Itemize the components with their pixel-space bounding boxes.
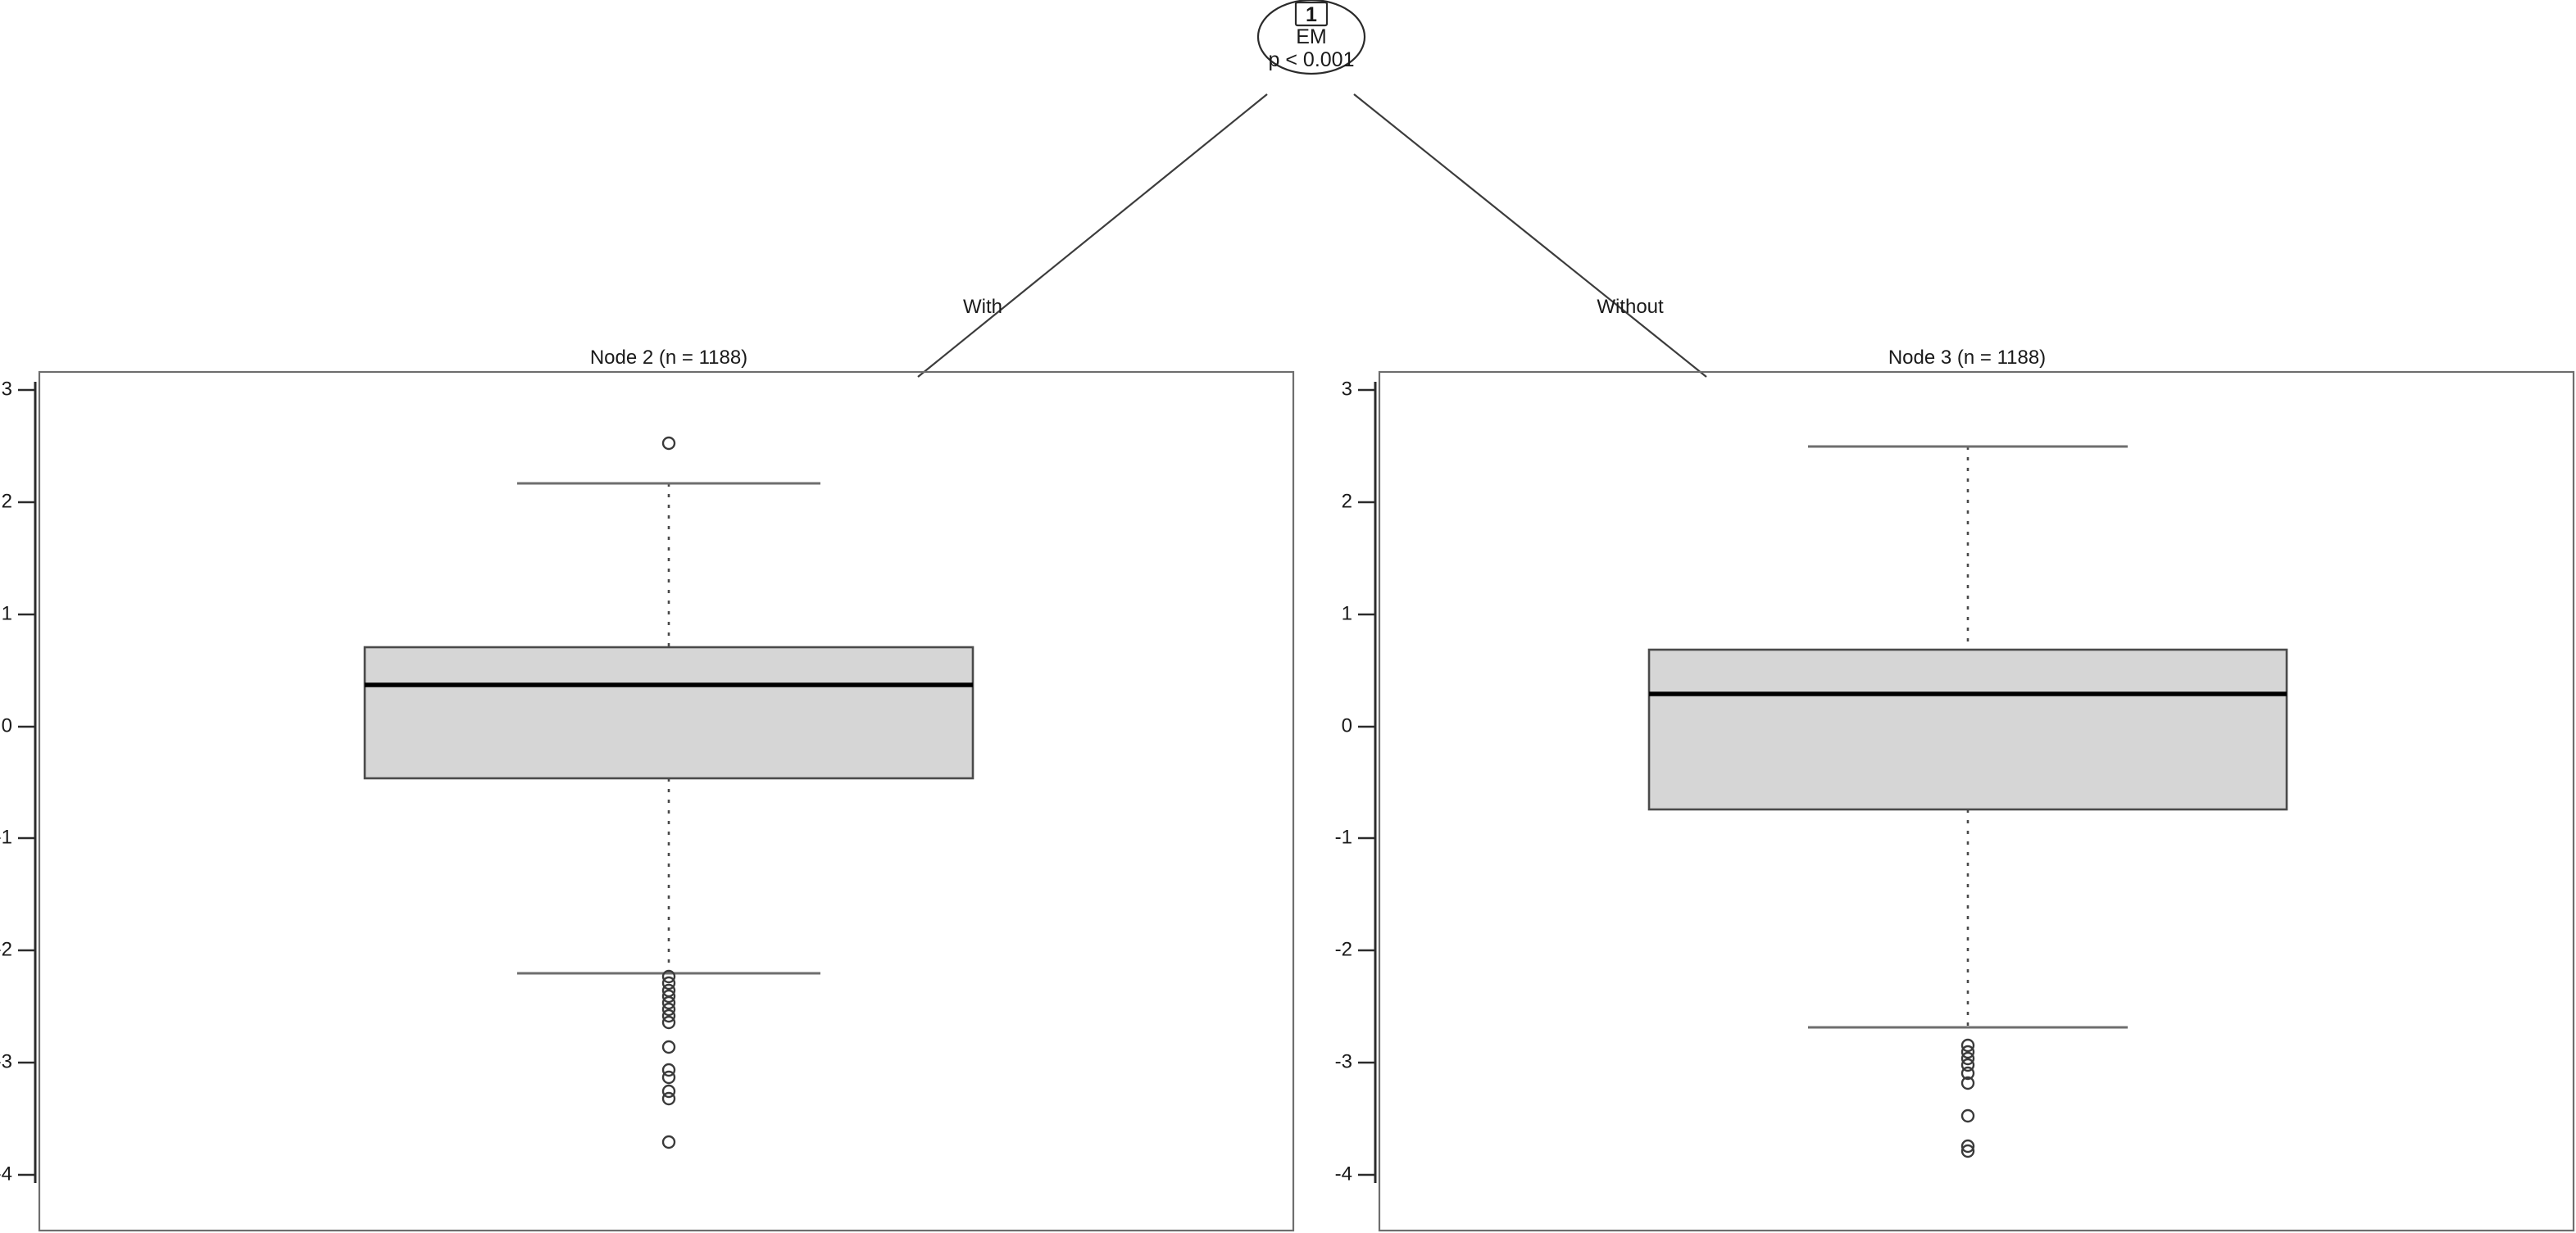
outlier-point xyxy=(1960,1108,1975,1123)
panel-node-3-tick-label: 1 xyxy=(1342,602,1352,624)
panel-node-2-tick-label: 3 xyxy=(2,378,12,400)
edge-label-with: With xyxy=(963,296,1002,318)
panel-node-3-tick-label: -3 xyxy=(1335,1050,1352,1072)
panel-node-2-tick-label: -2 xyxy=(0,938,12,960)
panel-node-3-axis-ticks: 3 2 1 0 -1 -2 -3 -4 xyxy=(1335,378,1375,1185)
outlier-point xyxy=(661,976,676,990)
panel-node-3-frame xyxy=(1378,370,2575,1232)
outlier-point xyxy=(661,1009,676,1023)
panel-node-3-tick-label: 2 xyxy=(1342,490,1352,512)
panel-node-2-tick-label: 1 xyxy=(2,602,12,624)
panel-node-2-tick-label: -3 xyxy=(0,1050,12,1072)
panel-node-3-tick-label: -2 xyxy=(1335,938,1352,960)
panel-node-2-boxplot xyxy=(363,436,975,1149)
outlier-point xyxy=(661,436,676,451)
panel-node-2-tick-label: 0 xyxy=(2,714,12,737)
panel-node-3-tick-label: -1 xyxy=(1335,826,1352,848)
outlier-point xyxy=(661,1002,676,1017)
outlier-points xyxy=(661,436,676,1149)
root-node-ellipse xyxy=(1256,0,1366,75)
outlier-point xyxy=(661,1040,676,1054)
outlier-point xyxy=(1960,1144,1975,1158)
panel-node-2-tick-label: -1 xyxy=(0,826,12,848)
outlier-point xyxy=(661,1135,676,1149)
panel-node-2-frame xyxy=(38,370,1295,1232)
edge-right-line xyxy=(1353,93,1707,378)
outlier-point xyxy=(661,989,676,1004)
panel-node-3-tick-label: -4 xyxy=(1335,1163,1352,1185)
panel-node-3: Node 3 (n = 1188) 3 2 1 0 -1 -2 - xyxy=(1335,347,2575,1232)
panel-node-2-tick-label: 2 xyxy=(2,490,12,512)
tree-edges xyxy=(917,93,1707,378)
panel-node-2-axis-ticks: 3 2 1 0 -1 -2 -3 -4 xyxy=(0,378,35,1185)
edge-left-line xyxy=(917,93,1268,378)
root-node[interactable]: 1 EM p < 0.001 xyxy=(1256,0,1366,75)
root-node-id-label: 1 xyxy=(1306,3,1317,26)
panel-node-3-boxplot xyxy=(1647,445,2288,1158)
panel-node-2-tick-label: -4 xyxy=(0,1163,12,1185)
outlier-point xyxy=(1960,1051,1975,1066)
box-iqr xyxy=(363,646,975,780)
panel-node-2-title: Node 2 (n = 1188) xyxy=(590,347,747,369)
outlier-point xyxy=(661,1063,676,1077)
outlier-point xyxy=(661,995,676,1010)
outlier-point xyxy=(661,969,676,984)
outlier-point xyxy=(1960,1066,1975,1081)
outlier-point xyxy=(661,1084,676,1099)
root-node-pvalue-label: p < 0.001 xyxy=(1269,48,1355,71)
outlier-point xyxy=(1960,1038,1975,1053)
outlier-point xyxy=(1960,1139,1975,1154)
outlier-point xyxy=(1960,1045,1975,1059)
outlier-point xyxy=(1960,1058,1975,1072)
panel-node-3-title: Node 3 (n = 1188) xyxy=(1888,347,2046,369)
outlier-point xyxy=(661,1070,676,1085)
outlier-points xyxy=(1960,1038,1975,1158)
panel-node-2: Node 2 (n = 1188) 3 2 1 0 -1 -2 - xyxy=(0,347,1295,1232)
root-node-variable-label: EM xyxy=(1296,25,1327,48)
panel-node-3-tick-label: 0 xyxy=(1342,714,1352,737)
box-iqr xyxy=(1647,648,2288,811)
root-node-id-box xyxy=(1294,1,1329,27)
outlier-point xyxy=(1960,1076,1975,1090)
outlier-point xyxy=(661,1015,676,1030)
outlier-point xyxy=(661,1091,676,1106)
panel-node-3-tick-label: 3 xyxy=(1342,378,1352,400)
edge-label-without: Without xyxy=(1597,296,1664,318)
